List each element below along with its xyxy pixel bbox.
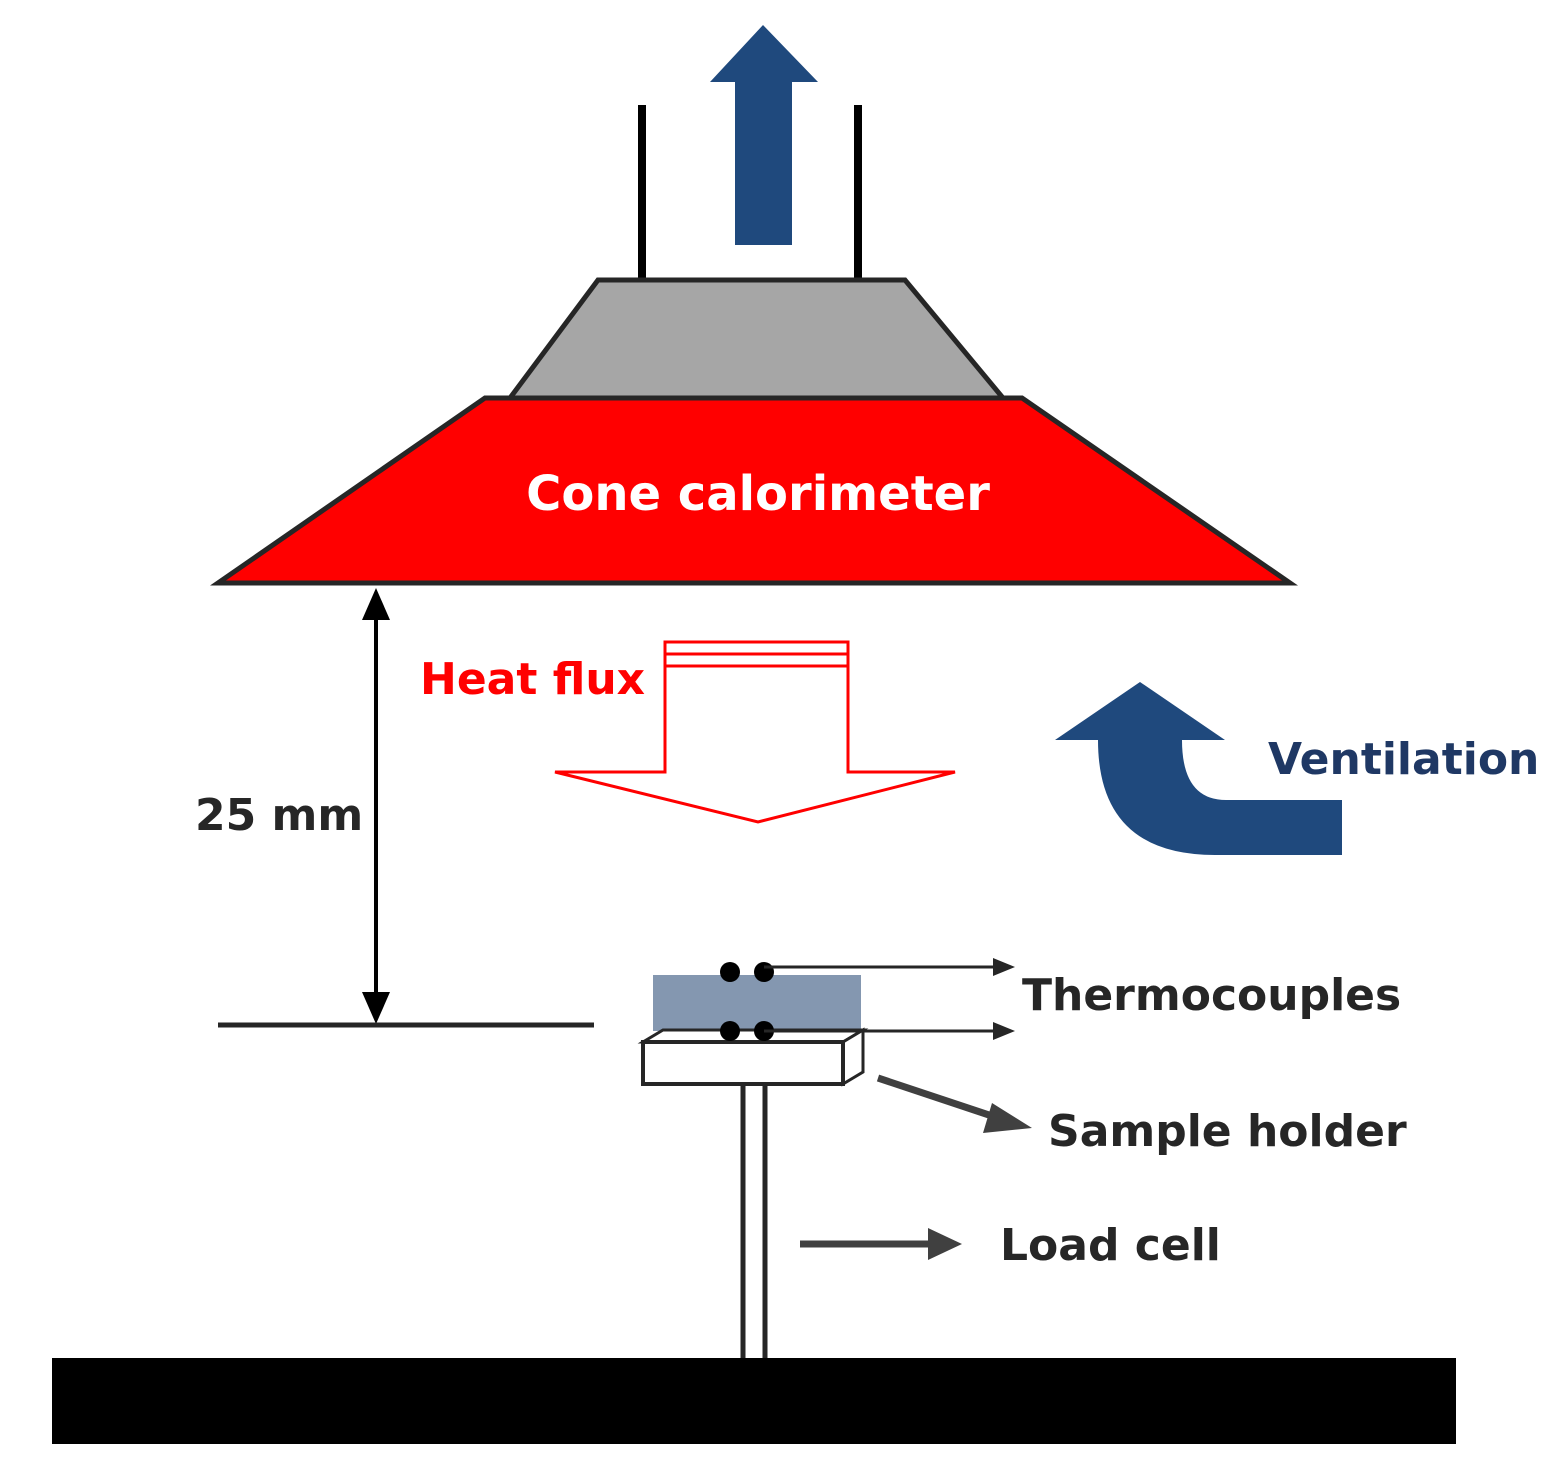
base-plate xyxy=(52,1358,1456,1444)
cone-label: Cone calorimeter xyxy=(526,466,990,522)
ventilation-label: Ventilation xyxy=(1268,734,1539,785)
thermocouples-label: Thermocouples xyxy=(1022,970,1401,1021)
distance-label: 25 mm xyxy=(195,790,363,841)
heat-flux-arrow xyxy=(554,640,956,824)
sample-holder-pointer-arrow xyxy=(876,1074,1032,1133)
ventilation-arrow xyxy=(1055,682,1342,855)
exhaust-up-arrow xyxy=(710,25,818,245)
thermocouple-pointer-arrows xyxy=(764,958,1015,1040)
load-cell-rod xyxy=(740,1084,768,1362)
load-cell-pointer-arrow xyxy=(800,1228,962,1260)
cone-heater xyxy=(210,395,1299,586)
heat-flux-label: Heat flux xyxy=(420,654,645,705)
exhaust-hood xyxy=(505,277,1009,401)
load-cell-label: Load cell xyxy=(1000,1220,1221,1271)
distance-arrowhead-bottom xyxy=(362,992,390,1024)
sample-holder-label: Sample holder xyxy=(1048,1106,1407,1157)
sample-block xyxy=(653,975,861,1031)
sample-holder xyxy=(637,1027,869,1087)
distance-arrowhead-top xyxy=(362,588,390,620)
